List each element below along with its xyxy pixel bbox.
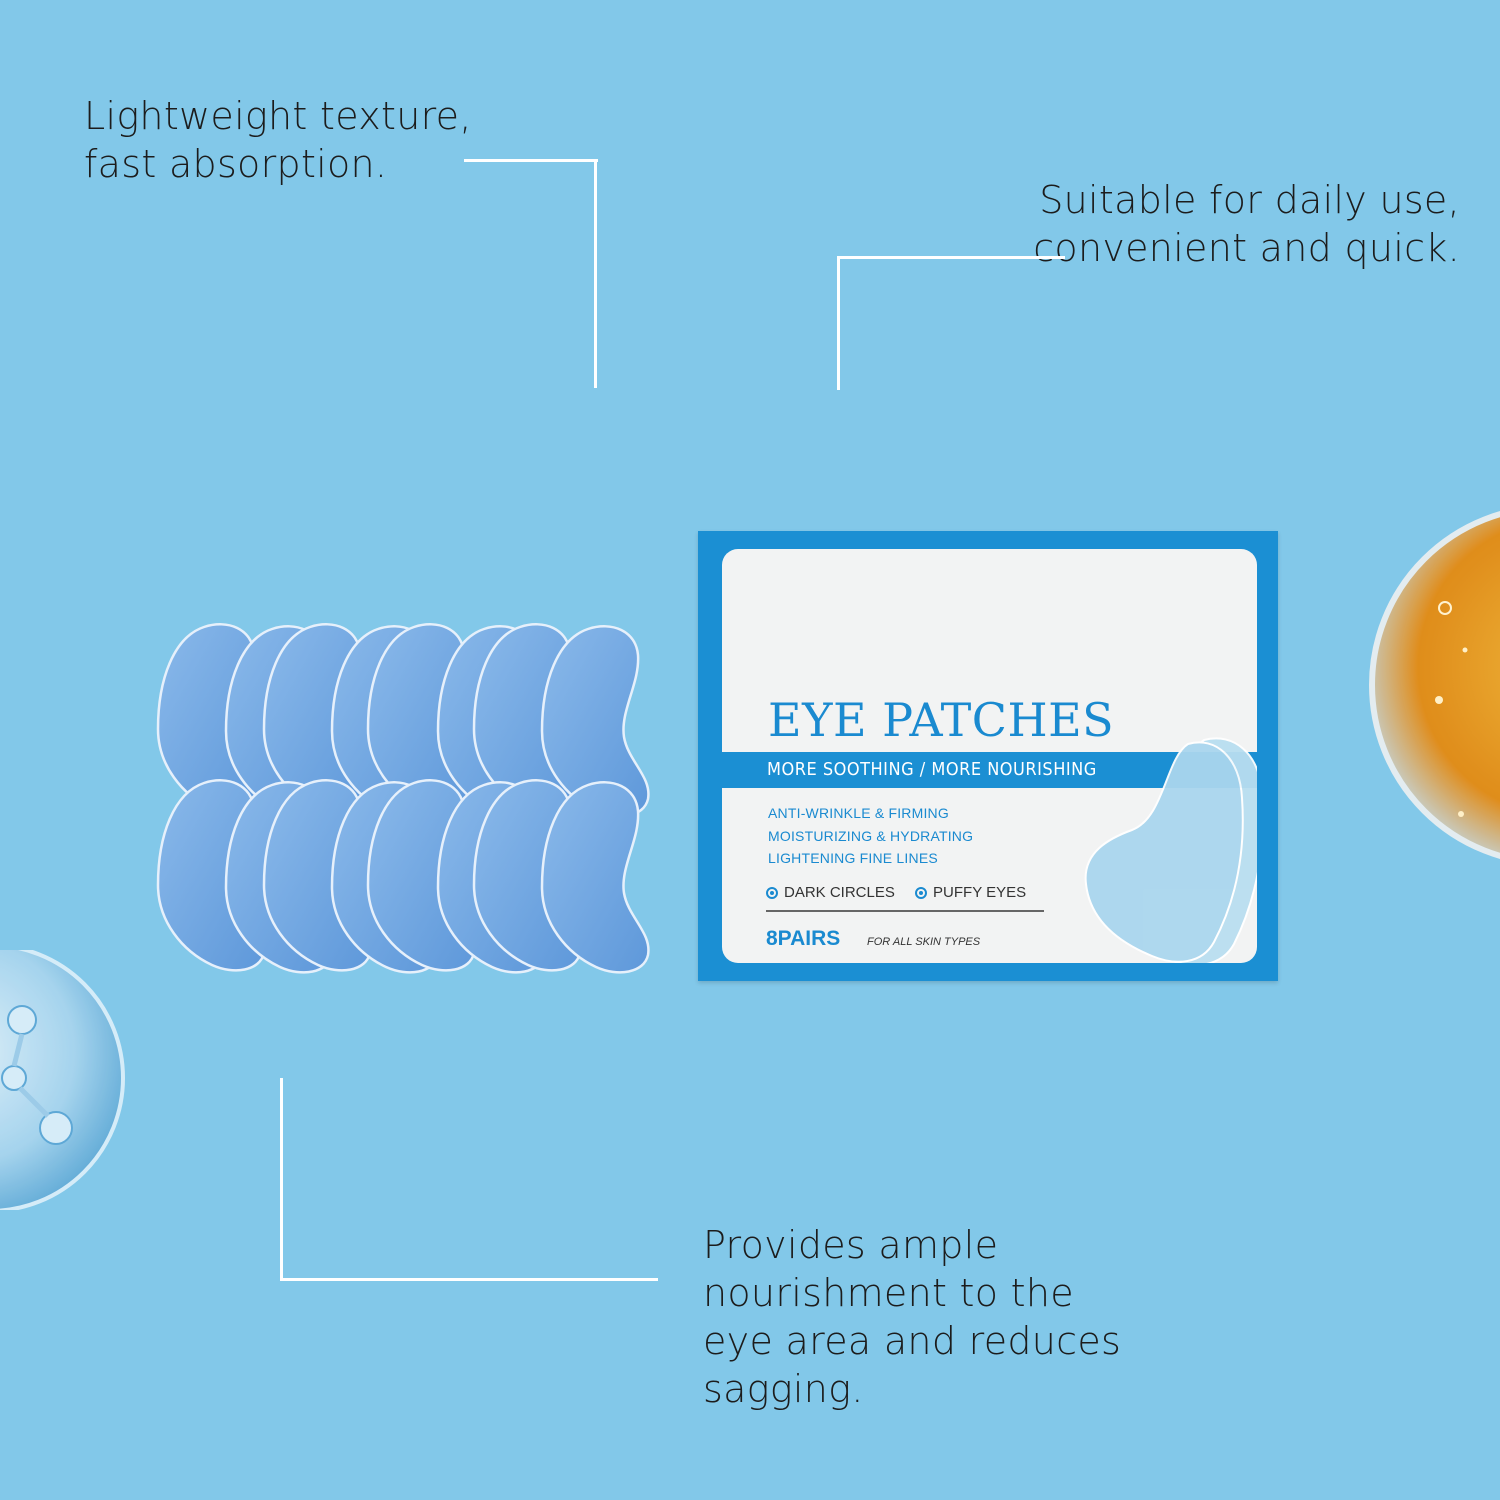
callout-line: convenient and quick. [1033, 226, 1460, 270]
callout-line: Lightweight texture, [84, 94, 472, 138]
product-box: EYE PATCHES MORE SOOTHING / MORE NOURISH… [698, 531, 1278, 981]
tag-label: DARK CIRCLES [784, 884, 895, 901]
divider [766, 910, 1044, 912]
callout-daily-use: Suitable for daily use, convenient and q… [1033, 176, 1460, 272]
leader-line-top-left-vertical [594, 159, 597, 388]
leader-line-bottom-horizontal [280, 1278, 658, 1281]
tag-puffy-eyes: PUFFY EYES [915, 884, 1026, 901]
callout-nourishment: Provides ample nourishment to the eye ar… [703, 1221, 1121, 1413]
bullet-icon [915, 887, 928, 899]
tagline-band: MORE SOOTHING / MORE NOURISHING [722, 752, 1257, 788]
callout-line: fast absorption. [84, 142, 388, 186]
callout-line: eye area and reduces [703, 1319, 1122, 1363]
callout-line: Suitable for daily use, [1039, 178, 1460, 222]
leader-line-top-left-horizontal [464, 159, 598, 162]
product-box-label: EYE PATCHES MORE SOOTHING / MORE NOURISH… [722, 549, 1257, 963]
water-droplet-molecule-icon [0, 950, 125, 1210]
tag-dark-circles: DARK CIRCLES [766, 884, 895, 901]
benefit-item: ANTI-WRINKLE & FIRMING [768, 805, 949, 821]
eye-patch-icon [1084, 737, 1257, 963]
product-tagline: MORE SOOTHING / MORE NOURISHING [767, 759, 1097, 780]
eye-patches-group [156, 623, 650, 974]
benefit-item: LIGHTENING FINE LINES [768, 850, 938, 866]
pair-count: 8PAIRS [766, 927, 841, 950]
callout-line: sagging. [703, 1367, 864, 1411]
product-title: EYE PATCHES [768, 693, 1115, 747]
callout-line: nourishment to the [703, 1271, 1074, 1315]
tag-label: PUFFY EYES [933, 884, 1027, 901]
callout-line: Provides ample [703, 1223, 999, 1267]
benefit-item: MOISTURIZING & HYDRATING [768, 828, 974, 844]
leader-line-top-right-vertical [837, 256, 840, 390]
serum-droplet-icon [1369, 511, 1500, 859]
bullet-icon [766, 887, 778, 899]
concern-tags: DARK CIRCLES PUFFY EYES [766, 884, 1042, 901]
leader-line-bottom-vertical [280, 1078, 283, 1281]
callout-lightweight-texture: Lightweight texture, fast absorption. [84, 92, 472, 188]
leader-line-top-right-horizontal [837, 256, 1065, 259]
skin-types: FOR ALL SKIN TYPES [867, 936, 981, 948]
